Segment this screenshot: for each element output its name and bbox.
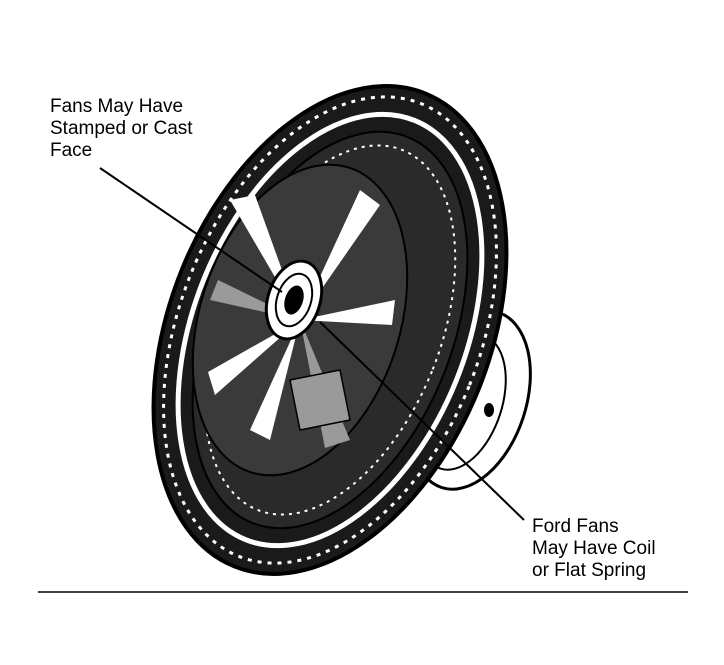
callout-spring-line-3: or Flat Spring — [532, 560, 647, 581]
callout-spring: Ford Fans May Have Coil or Flat Spring — [532, 516, 656, 582]
callout-spring-line-2: May Have Coil — [532, 538, 656, 559]
leader-line-spring — [319, 321, 525, 521]
leader-line-face — [99, 167, 283, 293]
clutch-hub — [264, 259, 324, 341]
callout-face-line-3: Face — [50, 140, 93, 161]
callout-face: Fans May Have Stamped or Cast Face — [50, 96, 193, 162]
callout-face-line-2: Stamped or Cast — [50, 118, 193, 139]
callout-spring-line-1: Ford Fans — [532, 516, 619, 537]
callout-face-line-1: Fans May Have — [50, 96, 184, 117]
